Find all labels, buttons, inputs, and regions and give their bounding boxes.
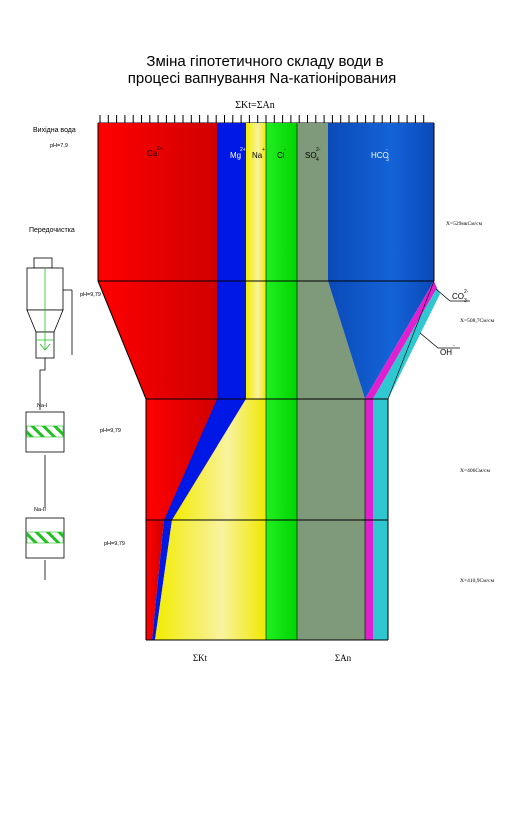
band-na-na1 (172, 399, 266, 520)
ion-hco3-base: HCO (371, 151, 389, 160)
band-mg-funnel (217, 281, 246, 399)
label-ph-3: pH=9,79 (104, 541, 125, 547)
clarifier-icon (26, 257, 73, 359)
section-borders (97, 123, 435, 641)
label-na2: Na-II (34, 507, 46, 513)
ion-ca-base: Ca (147, 149, 158, 158)
conductivity-3: Χ=406См/см (460, 468, 490, 474)
callout-oh: OH - (419, 332, 460, 357)
label-sum-an: ΣAn (335, 653, 352, 663)
ion-hco3-charge: - (386, 147, 388, 153)
conductivity-2: Χ=508,7См/см (460, 318, 495, 324)
ion-label-hco3: HCO 3 - (371, 147, 389, 163)
band-na2 (146, 520, 388, 640)
label-ph-2: pH=9,79 (100, 428, 121, 434)
band-na-top (246, 123, 266, 281)
title-line-2: процесі вапнування Na-катіонірования (128, 70, 396, 87)
ion-cl-charge: - (284, 147, 286, 153)
tick-scale (98, 115, 434, 124)
label-ph-1: pH=9,79 (80, 292, 101, 298)
band-pretreatment (98, 281, 440, 399)
band-mg-na2 (152, 520, 172, 640)
ion-oh-charge: - (453, 343, 455, 349)
band-mg-na1 (164, 399, 246, 520)
band-raw-water (98, 123, 434, 281)
filter-na2-icon: Na-II (25, 507, 65, 559)
label-sum-kt: ΣKt (193, 653, 208, 663)
band-ca-funnel (98, 281, 217, 399)
ion-so4-base: SO (305, 151, 317, 160)
band-cl-na2 (266, 520, 297, 640)
ion-na-base: Na (252, 151, 263, 160)
band-na-na2 (155, 520, 266, 640)
band-ca-na2 (146, 520, 164, 640)
ion-na-charge: + (262, 147, 265, 153)
band-na-funnel (246, 281, 266, 399)
band-oh-funnel (373, 288, 440, 399)
label-na1: Na-I (37, 403, 48, 409)
ion-label-mg: Mg 2+ (230, 147, 246, 160)
title-line-1: Зміна гіпотетичного складу води в (146, 53, 383, 70)
band-oh-na2 (373, 520, 388, 640)
ion-mg-base: Mg (230, 151, 241, 160)
ion-cl-base: Cl (277, 151, 285, 160)
label-ph-raw: pH=7,9 (50, 143, 68, 149)
conductivity-4: Χ=410,9См/см (460, 578, 495, 584)
band-ca-na1-wedge (146, 399, 217, 520)
band-co3-na2 (365, 520, 373, 640)
pipeline (39, 358, 46, 580)
ion-so4-charge: 2- (316, 147, 321, 153)
band-oh-na1 (373, 399, 388, 520)
ion-so4-sub: 4 (316, 157, 319, 163)
balance-label: ΣKt=ΣAn (235, 100, 275, 111)
band-cl-funnel (266, 281, 297, 399)
band-co3-funnel (365, 281, 437, 399)
ion-co3-base: CO (452, 292, 464, 301)
band-so4-na1 (297, 399, 365, 520)
ion-ca-charge: 2+ (157, 146, 163, 152)
ion-co3-charge: 2- (464, 289, 469, 295)
band-hco3-funnel (328, 281, 434, 399)
band-so4-na2 (297, 520, 365, 640)
band-cl-top (266, 123, 297, 281)
label-raw-water: Вихідна вода (33, 126, 76, 134)
band-so4-funnel (297, 281, 365, 399)
band-so4-top (297, 123, 328, 281)
ion-hco3-sub: 3 (386, 157, 389, 163)
ion-mg-charge: 2+ (240, 147, 246, 153)
label-pretreatment: Передочистка (29, 227, 75, 234)
ion-label-na: Na + (252, 147, 265, 160)
ion-label-ca: Ca 2+ (147, 146, 163, 158)
band-mg-top (217, 123, 246, 281)
ion-co3-sub: 3 (464, 298, 467, 304)
ion-oh-base: OH (440, 348, 452, 357)
band-hco3-top (328, 123, 434, 281)
band-na1 (146, 399, 388, 520)
band-ca-top (98, 123, 217, 281)
conductivity-1: Χ=529мкСм/см (446, 221, 483, 227)
ion-label-so4: SO 4 2- (305, 147, 321, 163)
callout-co3: CO 3 2- (435, 288, 470, 304)
filter-na1-icon: Na-I (25, 403, 65, 453)
band-cl-na1 (266, 399, 297, 520)
ion-label-cl: Cl - (277, 147, 286, 160)
band-co3-na1 (365, 399, 373, 520)
